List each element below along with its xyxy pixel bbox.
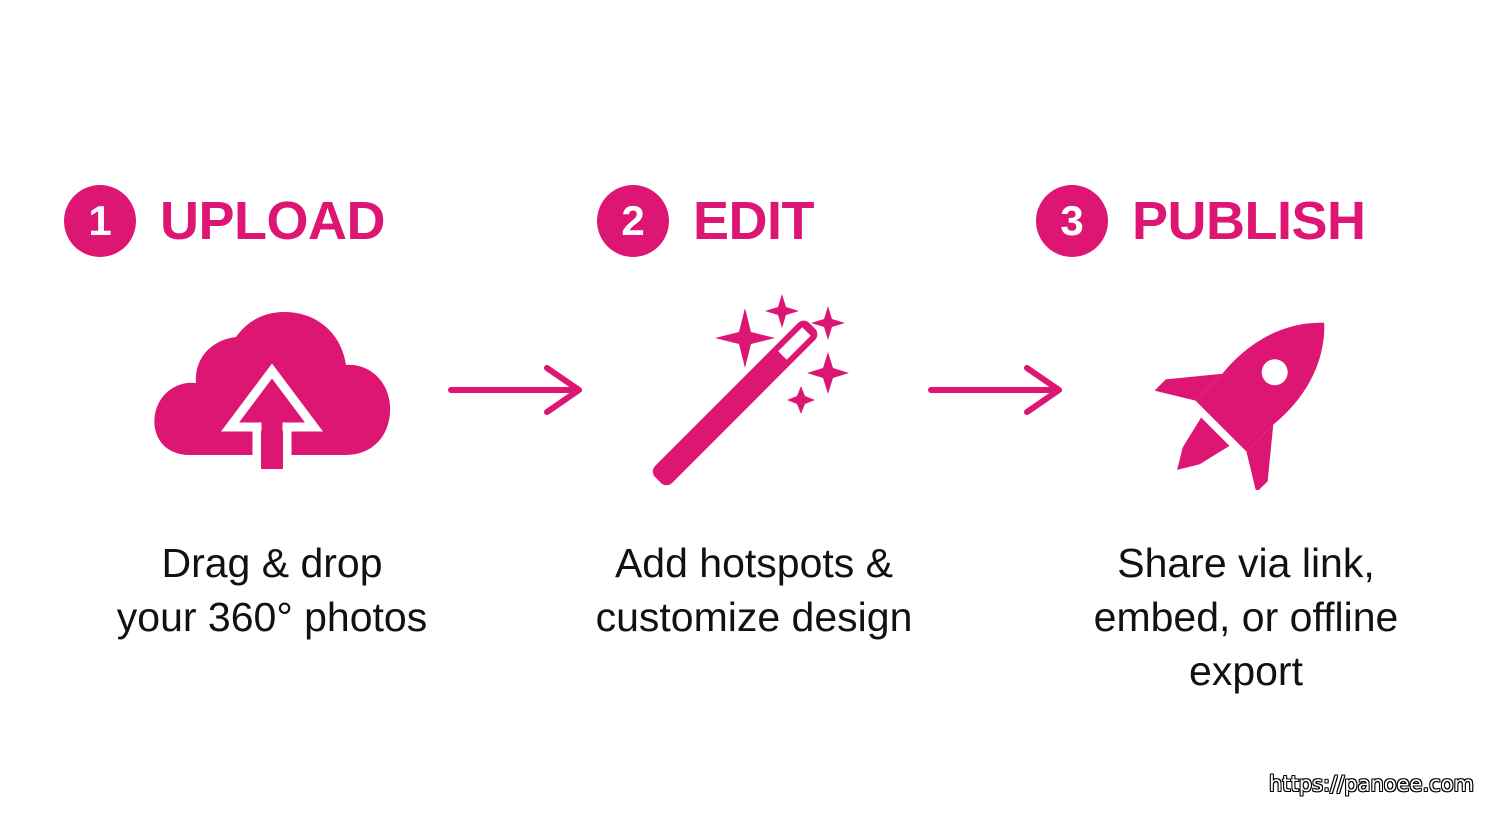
step-1-title: UPLOAD — [160, 191, 386, 251]
website-url: https://panoee.com — [1269, 772, 1474, 796]
step-3-title: PUBLISH — [1132, 191, 1366, 251]
step-1-header: 1 UPLOAD — [64, 185, 386, 257]
step-3-description: Share via link, embed, or offline export — [1036, 536, 1456, 698]
step-3-description-line: Share via link, — [1117, 540, 1375, 586]
step-3-description-line: embed, or offline — [1093, 594, 1399, 640]
step-1-description: Drag & drop your 360° photos — [62, 536, 482, 644]
step-3-header: 3 PUBLISH — [1036, 185, 1366, 257]
step-1-description-line: Drag & drop — [161, 540, 383, 586]
step-1-badge: 1 — [64, 185, 136, 257]
step-1-description-line: your 360° photos — [116, 594, 428, 640]
magic-wand-icon — [652, 294, 849, 486]
step-2-description: Add hotspots & customize design — [544, 536, 964, 644]
arrow-right-icon — [448, 365, 582, 415]
step-2-badge: 2 — [597, 185, 669, 257]
step-2-header: 2 EDIT — [597, 185, 815, 257]
step-3-description-line: export — [1189, 648, 1303, 694]
cloud-upload-icon — [154, 312, 391, 469]
step-2-description-line: Add hotspots & — [614, 540, 894, 586]
step-3-badge: 3 — [1036, 185, 1108, 257]
rocket-icon — [1155, 322, 1325, 490]
arrow-right-icon — [928, 365, 1062, 415]
step-2-title: EDIT — [693, 191, 815, 251]
step-2-description-line: customize design — [595, 594, 913, 640]
